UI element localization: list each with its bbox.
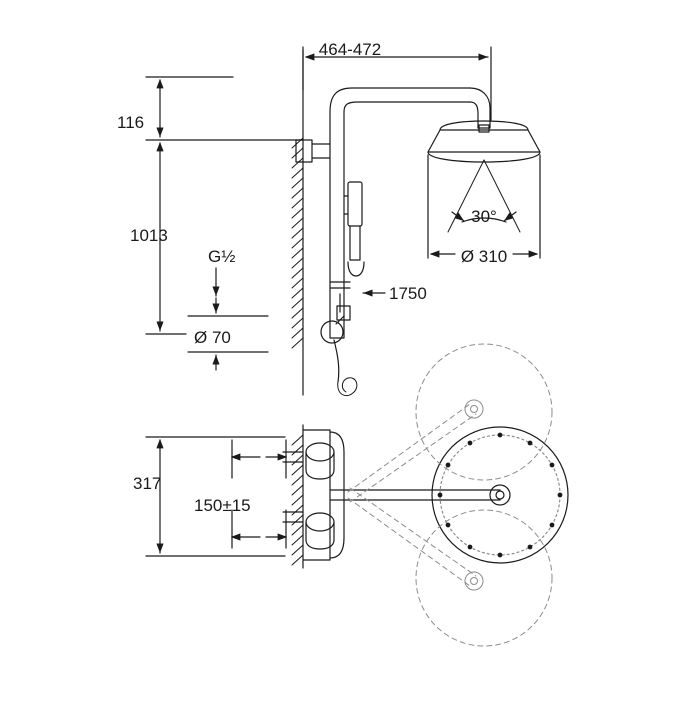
dim-116	[145, 76, 304, 141]
riser-and-arm	[295, 87, 491, 339]
spray-cone	[447, 159, 521, 233]
label-spray-angle: 30°	[471, 207, 497, 226]
label-150: 150±15	[194, 496, 251, 515]
label-diameter-70: Ø 70	[194, 328, 231, 347]
dim-317	[145, 436, 286, 557]
plan-swivel-range	[347, 343, 553, 647]
dim-top-width	[302, 46, 492, 121]
plan-shower-arm	[347, 484, 511, 506]
wall-hatch-lower	[291, 434, 304, 566]
label-116: 116	[117, 113, 144, 132]
dim-1013	[145, 141, 187, 335]
slide-bar-holder	[343, 181, 365, 277]
label-317: 317	[133, 474, 161, 493]
plan-head-nozzles	[437, 432, 563, 558]
shower-head	[427, 120, 541, 163]
handshower	[320, 281, 351, 383]
label-1013: 1013	[130, 226, 168, 245]
wall-hatch-upper	[291, 137, 304, 349]
dim-150	[230, 439, 288, 549]
label-1750: 1750	[389, 284, 427, 303]
thermostat-body	[282, 429, 349, 561]
dim-spray-angle	[451, 211, 517, 223]
label-g-half: G½	[208, 247, 235, 266]
label-diameter-310: Ø 310	[461, 247, 507, 266]
plan-head-circle	[431, 426, 569, 564]
label-top-width: 464-472	[319, 40, 381, 59]
shower-hose	[337, 377, 358, 397]
plan-swivel-end-fittings	[464, 399, 484, 591]
dim-diameter-70	[187, 297, 269, 371]
dim-diameter-310	[427, 154, 541, 259]
